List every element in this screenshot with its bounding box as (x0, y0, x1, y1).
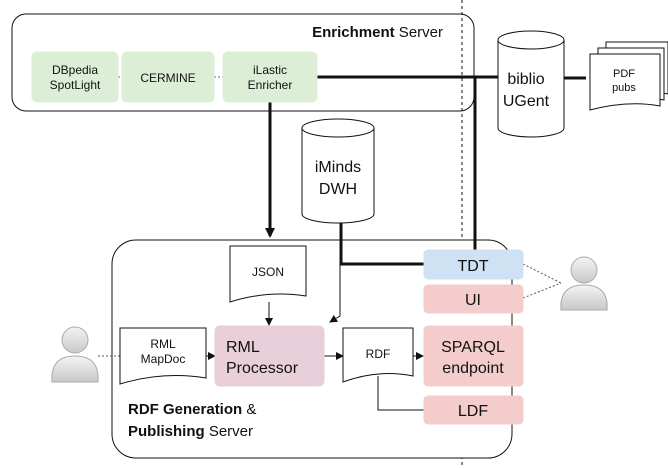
processor-label-2: Processor (226, 360, 299, 377)
pdf-pubs-stack: PDF pubs (589, 41, 668, 111)
ilastic-label-1: iLastic (253, 63, 287, 77)
json-document: JSON (229, 245, 307, 303)
biblio-label-1: biblio (507, 71, 544, 88)
arrow-dwh-processor (329, 264, 341, 323)
ui-box: UI (423, 284, 524, 314)
cermine-label: CERMINE (140, 71, 195, 85)
connector-rdf-ldf (377, 376, 424, 411)
ldf-box: LDF (423, 395, 524, 425)
iminds-dwh-database: iMinds DWH (301, 118, 375, 224)
mapdoc-label-1: RML (150, 337, 176, 351)
biblio-label-2: UGent (503, 93, 550, 110)
ui-label: UI (465, 292, 481, 309)
sparql-label-1: SPARQL (441, 339, 505, 356)
sparql-endpoint-box: SPARQL endpoint (423, 325, 524, 387)
pdf-label-2: pubs (612, 82, 636, 94)
cermine-box: CERMINE (121, 51, 215, 103)
ldf-label: LDF (458, 403, 488, 420)
tdt-box: TDT (423, 249, 524, 280)
rdf-server-title-line1: RDF Generation & (128, 401, 256, 418)
ilastic-label-2: Enricher (248, 78, 293, 92)
tdt-label: TDT (457, 258, 488, 275)
pdf-label-1: PDF (613, 68, 635, 80)
dbpedia-label-1: DBpedia (52, 63, 98, 77)
json-label: JSON (252, 265, 284, 279)
connector-ui-user (522, 282, 562, 299)
person-icon (560, 256, 608, 311)
rml-processor-box: RML Processor (214, 325, 325, 387)
processor-label-1: RML (226, 339, 260, 356)
connector-tdt-user (522, 263, 562, 284)
enrichment-server-title: Enrichment Server (312, 24, 443, 41)
biblio-ugent-database: biblio UGent (497, 30, 565, 138)
dbpedia-label-2: SpotLight (50, 78, 101, 92)
dbpedia-spotlight-box: DBpedia SpotLight (31, 51, 119, 103)
rdf-document: RDF (342, 327, 414, 383)
rdf-server-title-line2: Publishing Server (128, 423, 253, 440)
mapdoc-label-2: MapDoc (141, 352, 186, 366)
dwh-label-2: DWH (319, 181, 357, 198)
rml-mapdoc-document: RML MapDoc (119, 327, 207, 385)
sparql-label-2: endpoint (442, 360, 504, 377)
ilastic-enricher-box: iLastic Enricher (222, 51, 318, 103)
dwh-label-1: iMinds (315, 159, 361, 176)
rdf-label: RDF (366, 347, 391, 361)
person-icon (51, 326, 99, 383)
